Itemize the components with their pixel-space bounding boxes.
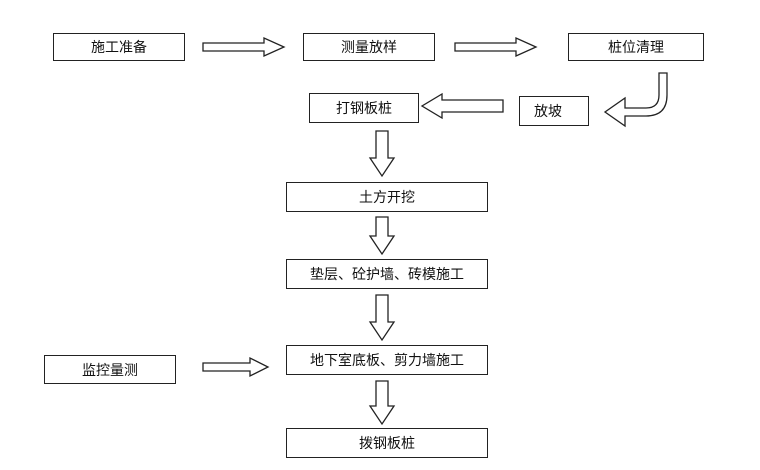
step-drive-steel-sheet-piles: 打钢板桩 <box>309 93 419 123</box>
step-earth-excavation: 土方开挖 <box>286 182 488 212</box>
step-pile-position-clearing: 桩位清理 <box>568 33 704 61</box>
step-monitoring-measurement: 监控量测 <box>44 355 176 384</box>
right-arrow-icon <box>202 356 270 378</box>
down-arrow-icon <box>368 380 396 426</box>
step-basement-slab-shear-wall: 地下室底板、剪力墙施工 <box>286 345 488 375</box>
step-remove-steel-sheet-piles: 拨钢板桩 <box>286 428 488 458</box>
curved-arrow-icon <box>603 72 668 128</box>
down-arrow-icon <box>368 216 396 256</box>
down-arrow-icon <box>368 294 396 342</box>
step-slope: 放坡 <box>519 96 589 126</box>
left-arrow-icon <box>420 92 504 120</box>
right-arrow-icon <box>454 36 538 58</box>
right-arrow-icon <box>202 36 286 58</box>
step-construction-preparation: 施工准备 <box>53 33 185 61</box>
down-arrow-icon <box>368 130 396 178</box>
step-survey-layout: 测量放样 <box>303 33 435 61</box>
step-cushion-wall-formwork: 垫层、砼护墙、砖模施工 <box>286 259 488 289</box>
